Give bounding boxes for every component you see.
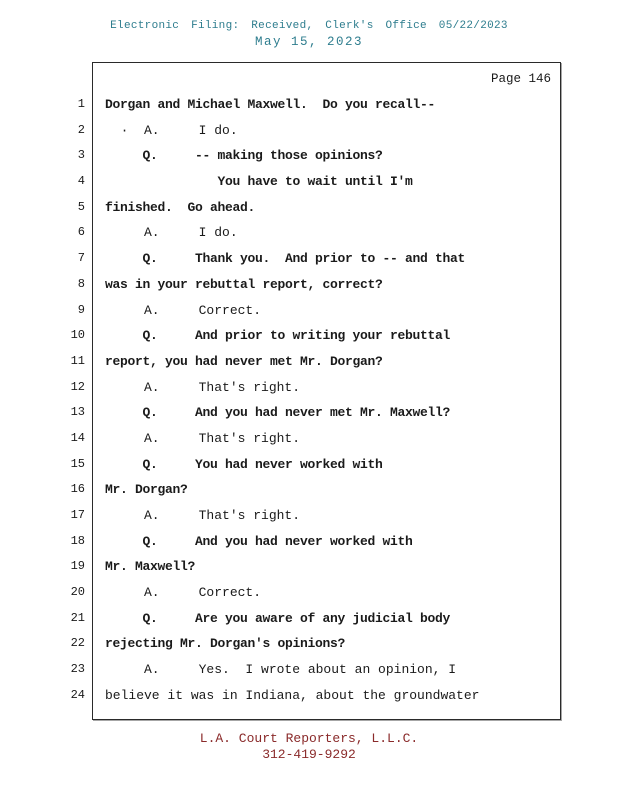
line-text: Mr. Maxwell? [105, 559, 196, 575]
reporter-name: L.A. Court Reporters, L.L.C. [199, 731, 419, 746]
line-number: 13 [70, 405, 85, 420]
transcript-line: 10 Q. And prior to writing your rebuttal [0, 323, 618, 349]
transcript-line: 20 A. Correct. [0, 580, 618, 606]
transcript-line: 13 Q. And you had never met Mr. Maxwell? [0, 400, 618, 426]
efiling-stamp: Electronic Filing: Received, Clerk's Off… [0, 20, 618, 49]
transcript-line: 22 rejecting Mr. Dorgan's opinions? [0, 631, 618, 657]
transcript-line: 7 Q. Thank you. And prior to -- and that [0, 246, 618, 272]
transcript-line: 16 Mr. Dorgan? [0, 477, 618, 503]
line-number: 3 [77, 148, 85, 163]
line-number: 24 [70, 687, 85, 702]
line-text: was in your rebuttal report, correct? [105, 276, 383, 292]
reporter-footer: L.A. Court Reporters, L.L.C. 312-419-929… [0, 731, 618, 763]
line-number: 8 [77, 276, 85, 291]
transcript-line: 21 Q. Are you aware of any judicial body [0, 606, 618, 632]
line-number: 16 [70, 482, 85, 497]
line-text: A. Correct. [105, 585, 262, 601]
line-number: 7 [77, 251, 85, 266]
line-number: 5 [77, 199, 85, 214]
line-text: · A. I do. [105, 122, 238, 138]
line-number: 18 [70, 533, 85, 548]
transcript-line: 19 Mr. Maxwell? [0, 554, 618, 580]
line-number: 11 [70, 353, 85, 368]
transcript-line: 8 was in your rebuttal report, correct? [0, 272, 618, 298]
transcript-line: 5 finished. Go ahead. [0, 195, 618, 221]
line-text: You have to wait until I'm [105, 174, 413, 190]
line-number: 19 [70, 559, 85, 574]
transcript-line: 23 A. Yes. I wrote about an opinion, I [0, 657, 618, 683]
line-number: 12 [70, 379, 85, 394]
line-text: Q. And prior to writing your rebuttal [105, 328, 451, 344]
line-number: 23 [70, 662, 85, 677]
transcript-line: 6 A. I do. [0, 220, 618, 246]
line-text: Q. Are you aware of any judicial body [105, 610, 451, 626]
transcript-line: 12 A. That's right. [0, 375, 618, 401]
line-text: Q. -- making those opinions? [105, 148, 383, 164]
reporter-phone: 312-419-9292 [262, 747, 356, 762]
line-text: finished. Go ahead. [105, 199, 256, 215]
line-number: 17 [70, 508, 85, 522]
transcript-line: 1 Dorgan and Michael Maxwell. Do you reca… [0, 92, 618, 118]
transcript-line: 14 A. That's right. [0, 426, 618, 452]
filing-date: May 15, 2023 [254, 35, 363, 49]
efiling-received-line: Electronic Filing: Received, Clerk's Off… [110, 20, 508, 32]
transcript-line: 3 Q. -- making those opinions? [0, 143, 618, 169]
line-text: rejecting Mr. Dorgan's opinions? [105, 636, 346, 652]
transcript-line: 9 A. Correct. [0, 298, 618, 324]
line-text: believe it was in Indiana, about the gro… [105, 687, 480, 703]
line-text: Q. And you had never met Mr. Maxwell? [105, 405, 451, 421]
line-text: A. That's right. [105, 379, 301, 395]
line-text: report, you had never met Mr. Dorgan? [105, 353, 383, 369]
line-number: 14 [70, 430, 85, 445]
line-text: Q. You had never worked with [105, 456, 383, 472]
line-text: A. Correct. [105, 302, 262, 318]
transcript-line: 2 · A. I do. [0, 118, 618, 144]
line-text: A. I do. [105, 225, 238, 241]
line-text: A. That's right. [105, 430, 301, 446]
line-number: 20 [70, 585, 85, 600]
transcript-line: 15 Q. You had never worked with [0, 452, 618, 478]
transcript-line: 17 A. That's right. [0, 503, 618, 529]
line-number: 21 [70, 610, 85, 625]
line-number: 2 [77, 122, 85, 137]
line-text: A. That's right. [105, 508, 301, 523]
transcript-page-box: Page 146 [92, 62, 561, 720]
line-text: A. Yes. I wrote about an opinion, I [105, 662, 457, 678]
line-number: 9 [77, 302, 85, 317]
transcript-line: 4 You have to wait until I'm [0, 169, 618, 195]
line-text: Q. And you had never worked with [105, 533, 413, 549]
transcript-line: 11 report, you had never met Mr. Dorgan? [0, 349, 618, 375]
line-number: 15 [70, 456, 85, 471]
page-number-label: Page 146 [490, 72, 551, 86]
line-number: 10 [70, 328, 85, 343]
line-text: Mr. Dorgan? [105, 482, 188, 498]
line-number: 6 [77, 225, 85, 240]
transcript-line: 24 believe it was in Indiana, about the g… [0, 683, 618, 709]
line-text: Q. Thank you. And prior to -- and that [105, 251, 466, 267]
line-text: Dorgan and Michael Maxwell. Do you recal… [105, 97, 436, 112]
transcript-lines: 1 Dorgan and Michael Maxwell. Do you reca… [0, 92, 618, 709]
line-number: 1 [77, 97, 85, 111]
transcript-line: 18 Q. And you had never worked with [0, 529, 618, 555]
line-number: 4 [77, 174, 85, 189]
line-number: 22 [70, 636, 85, 651]
